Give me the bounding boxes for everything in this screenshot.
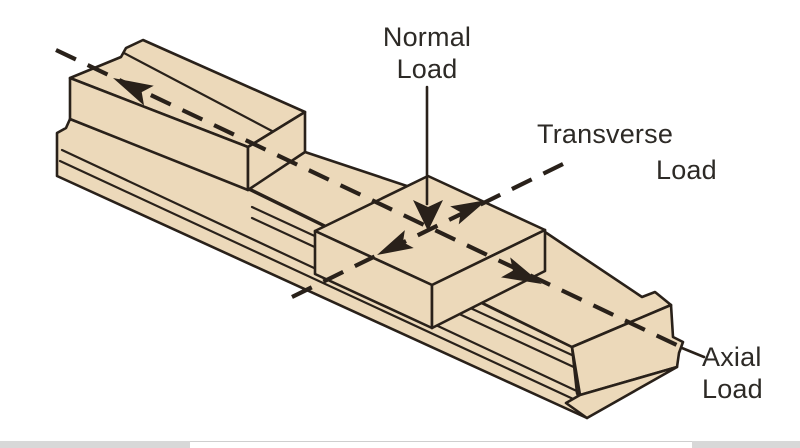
axial-load-leader	[680, 346, 706, 359]
normal-load-arrowhead	[413, 200, 443, 231]
transverse-load-label-line2: Load	[656, 155, 717, 185]
normal-load-line	[413, 85, 443, 231]
bed-end-face	[564, 303, 685, 420]
table-block-end-face	[246, 110, 307, 192]
bottom-strip-middle	[190, 441, 692, 448]
normal-load-label: Normal Load	[347, 21, 507, 85]
axial-load-arrowhead-right	[501, 257, 542, 284]
transverse-load-label-line1: Transverse	[537, 119, 674, 149]
normal-load-label-line1: Normal	[382, 22, 472, 52]
transverse-load-line	[291, 162, 564, 299]
axial-load-arrowhead-left	[113, 78, 154, 106]
axial-load-label-line2: Load	[702, 374, 763, 404]
table-block	[68, 38, 307, 192]
bottom-strip-right	[692, 441, 800, 448]
axial-load-line	[55, 48, 706, 359]
normal-load-label-line2: Load	[396, 54, 458, 84]
transverse-load-arrowhead-left	[377, 230, 414, 255]
carriage-front-right-face	[430, 228, 547, 330]
bed-end-flange	[564, 365, 679, 420]
axial-load-label: Axial Load	[702, 341, 763, 405]
transverse-load-arrowhead-right	[450, 200, 487, 225]
axial-load-label-line1: Axial	[702, 342, 762, 372]
bottom-strip-left	[0, 441, 190, 448]
